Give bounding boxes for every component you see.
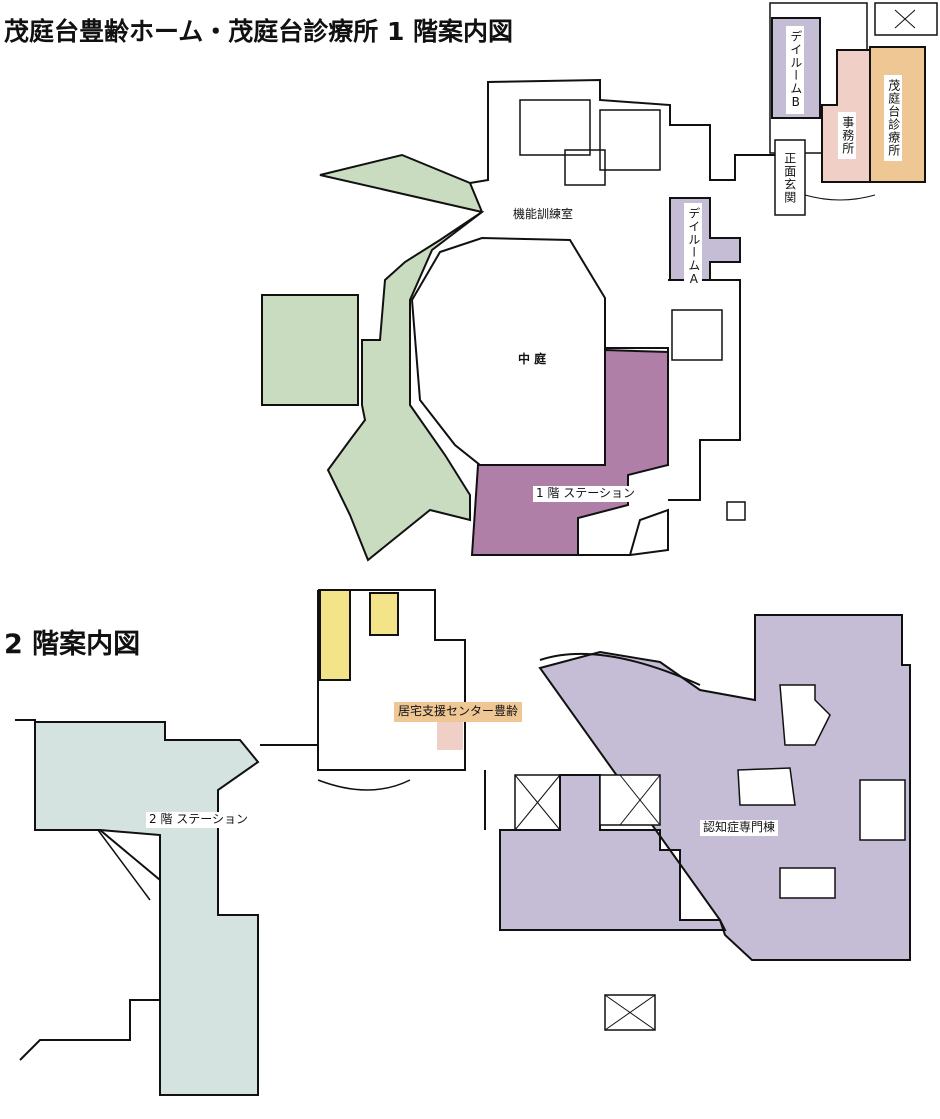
- label-station-2f: 2 階 ステーション: [146, 812, 252, 828]
- floor2-title: 2 階案内図: [4, 629, 141, 660]
- label-courtyard: 中 庭: [518, 352, 547, 366]
- dementia-wing-area: [499, 614, 911, 961]
- label-station-1f: 1 階 ステーション: [533, 486, 639, 502]
- label-training-room: 機能訓練室: [513, 207, 574, 221]
- floor1-title: 茂庭台豊齢ホーム・茂庭台診療所 1 階案内図: [4, 17, 514, 46]
- yellow-room-2: [369, 592, 399, 636]
- label-entrance: 正面玄関: [782, 152, 797, 204]
- station-1f-area: [470, 348, 669, 556]
- label-dementia-wing: 認知症専門棟: [700, 820, 779, 836]
- support-center-area: [437, 722, 463, 750]
- dayroom-a-area: [669, 197, 741, 281]
- label-clinic: 茂庭台診療所: [884, 75, 902, 161]
- label-dayroom-b: デイルームB: [786, 26, 804, 114]
- label-dayroom-a: デイルームA: [684, 203, 702, 291]
- yellow-room-1: [319, 589, 351, 681]
- label-support-center: 居宅支援センター豊齢: [394, 702, 523, 722]
- green-wing-1f: [261, 153, 485, 562]
- building-outline-1f: [469, 78, 775, 184]
- label-office: 事務所: [838, 112, 856, 159]
